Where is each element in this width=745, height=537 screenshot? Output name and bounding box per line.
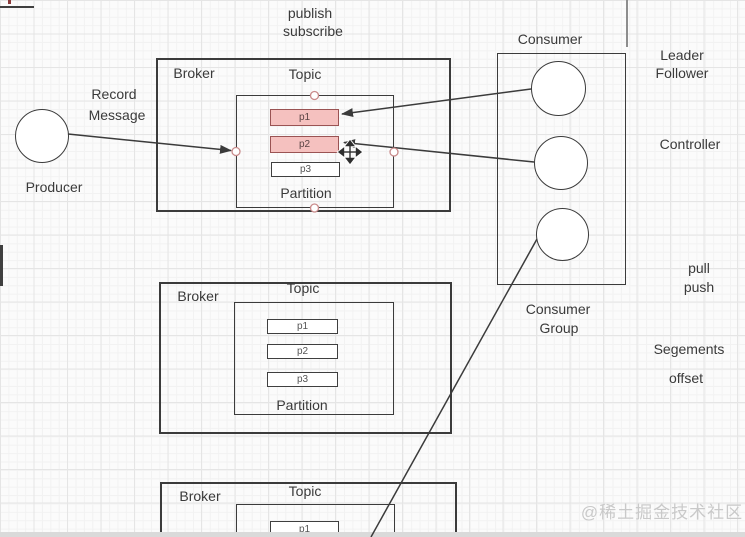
label-controller: Controller: [659, 136, 721, 152]
broker1-label: Broker: [173, 65, 215, 81]
top-edge-red-tick: [8, 0, 11, 4]
broker1-partition-p1[interactable]: p1: [270, 109, 339, 126]
label-offset: offset: [669, 370, 703, 386]
consumer-circle-1[interactable]: [531, 61, 586, 116]
broker2-partition-p2[interactable]: p2: [267, 344, 338, 359]
consumer-group-box[interactable]: [497, 53, 626, 285]
label-record: Record: [91, 86, 137, 102]
label-producer: Producer: [25, 179, 83, 195]
producer-circle[interactable]: [15, 109, 69, 163]
watermark: @稀土掘金技术社区: [580, 503, 744, 522]
label-follower: Follower: [655, 65, 709, 81]
consumer-box-label: Consumer: [517, 31, 583, 47]
broker2-partition-p2-label: p2: [296, 346, 309, 357]
label-consumer-group-1: Consumer: [525, 301, 591, 317]
broker1-topic-label: Topic: [288, 66, 322, 82]
broker2-partition-p1[interactable]: p1: [267, 319, 338, 334]
label-pull: pull: [688, 260, 710, 276]
left-edge-artifact: [0, 245, 3, 286]
broker1-partition-p3-label: p3: [299, 164, 312, 175]
label-leader: Leader: [660, 47, 704, 63]
label-push: push: [683, 279, 715, 295]
broker2-topic-label: Topic: [286, 280, 320, 296]
broker1-partition-p2-label: p2: [298, 139, 311, 150]
bottom-edge-bar: [0, 532, 745, 537]
label-message: Message: [88, 107, 146, 123]
consumer-circle-3[interactable]: [536, 208, 589, 261]
broker1-partition-label: Partition: [280, 185, 332, 201]
broker3-partition-p1-label: p1: [298, 523, 311, 535]
broker1-partition-p1-label: p1: [298, 112, 311, 123]
broker2-label: Broker: [177, 288, 219, 304]
consumer-circle-2[interactable]: [534, 136, 588, 190]
broker1-partition-p2[interactable]: p2: [270, 136, 339, 153]
broker2-partition-p1-label: p1: [296, 321, 309, 332]
top-right-line-artifact: [626, 0, 628, 47]
broker2-partition-p3-label: p3: [296, 374, 309, 385]
broker1-partition-p3[interactable]: p3: [271, 162, 340, 177]
broker2-partition-label: Partition: [276, 397, 328, 413]
label-segments: Segements: [653, 341, 725, 357]
label-consumer-group-2: Group: [539, 320, 579, 336]
broker3-topic-label: Topic: [288, 483, 322, 499]
broker2-partition-p3[interactable]: p3: [267, 372, 338, 387]
top-edge-artifact: [0, 6, 34, 8]
label-subscribe: subscribe: [283, 23, 343, 39]
broker3-label: Broker: [179, 488, 221, 504]
label-publish: publish: [287, 5, 333, 21]
